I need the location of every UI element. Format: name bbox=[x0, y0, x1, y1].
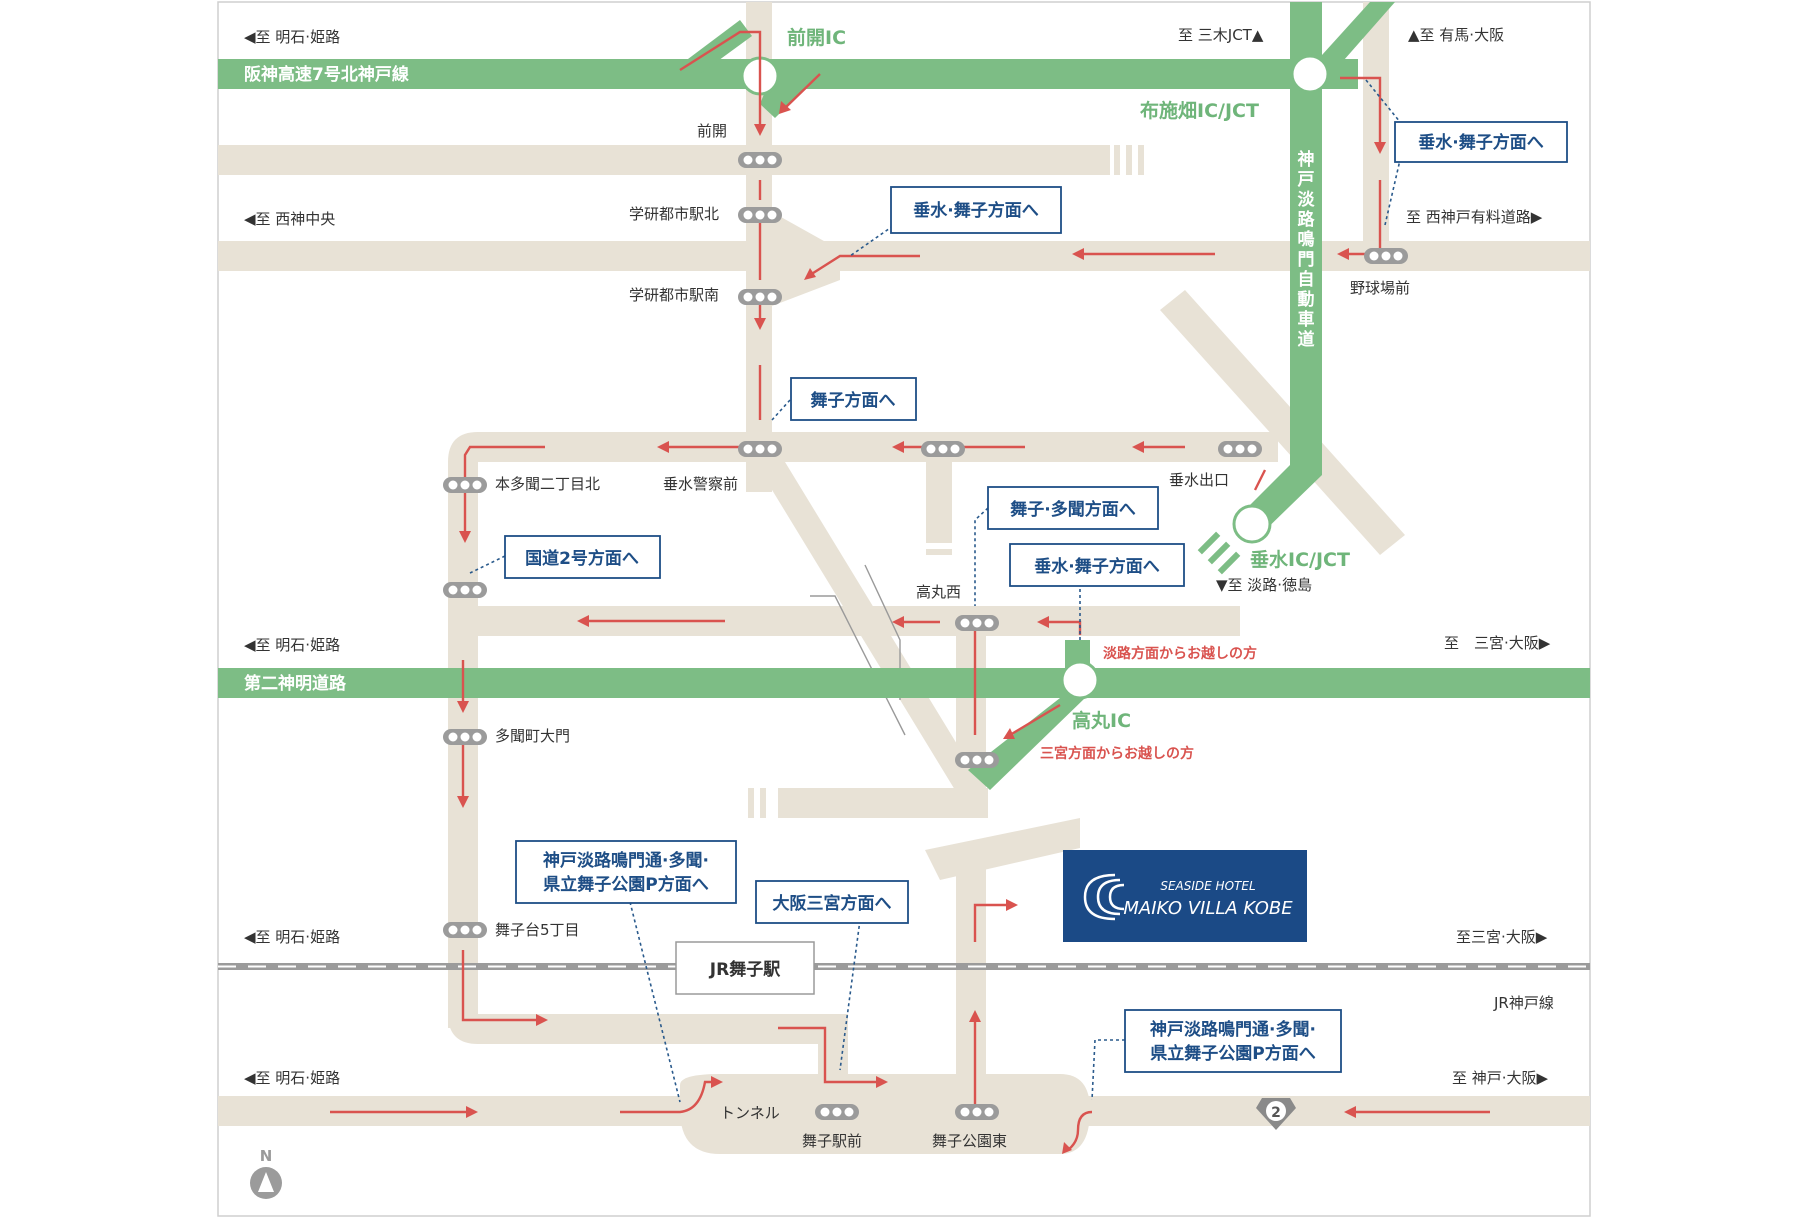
svg-text:MAIKO VILLA KOBE: MAIKO VILLA KOBE bbox=[1123, 898, 1293, 919]
light-tamon bbox=[443, 729, 487, 745]
svg-text:SEASIDE HOTEL: SEASIDE HOTEL bbox=[1160, 879, 1255, 893]
place-tamon-daimon: 多聞町大門 bbox=[495, 727, 570, 745]
traffic-lights bbox=[443, 152, 1408, 1120]
dest-arima-osaka: ▲至 有馬·大阪 bbox=[1408, 26, 1504, 44]
jr-maiko-station: JR舞子駅 bbox=[675, 941, 815, 995]
dest-awaji-tokushima: ▼至 淡路·徳島 bbox=[1216, 576, 1312, 594]
dest-nishijin-chuo: ◀至 西神中央 bbox=[244, 210, 335, 228]
svg-text:県立舞子公園P方面へ: 県立舞子公園P方面へ bbox=[1150, 1043, 1315, 1064]
place-maiko-eki-mae: 舞子駅前 bbox=[802, 1132, 862, 1150]
hotel-logo: SEASIDE HOTEL MAIKO VILLA KOBE bbox=[1063, 850, 1307, 942]
place-yakyujo-mae: 野球場前 bbox=[1350, 279, 1410, 297]
place-tarumi-exit: 垂水出口 bbox=[1169, 471, 1229, 489]
jr-railway bbox=[218, 963, 1590, 970]
light-middle bbox=[921, 441, 965, 457]
leader-lines bbox=[469, 79, 1401, 1103]
place-tarumi-police: 垂水警察前 bbox=[663, 475, 738, 493]
svg-text:垂水·舞子方面へ: 垂水·舞子方面へ bbox=[1034, 556, 1159, 577]
place-maeake: 前開 bbox=[697, 122, 727, 140]
light-maeake bbox=[738, 152, 782, 168]
dir-box-route2: 国道2号方面へ bbox=[504, 535, 661, 579]
svg-text:県立舞子公園P方面へ: 県立舞子公園P方面へ bbox=[543, 874, 708, 895]
place-gakken-minami: 学研都市駅南 bbox=[629, 286, 719, 304]
dest-akashi-himeji-1: ◀至 明石·姫路 bbox=[244, 28, 340, 46]
svg-text:舞子·多聞方面へ: 舞子·多聞方面へ bbox=[1010, 499, 1135, 520]
dest-miki-jct: 至 三木JCT▲ bbox=[1178, 26, 1264, 44]
svg-text:神戸淡路鳴門通·多聞·: 神戸淡路鳴門通·多聞· bbox=[1150, 1019, 1316, 1040]
dir-box-osaka-sannomiya: 大阪三宮方面へ bbox=[755, 880, 909, 924]
dir-box-tarumi-maiko-3: 垂水·舞子方面へ bbox=[1009, 543, 1185, 587]
dest-kobe-osaka: 至 神戸·大阪▶ bbox=[1452, 1069, 1549, 1087]
svg-text:国道2号方面へ: 国道2号方面へ bbox=[525, 548, 639, 569]
dest-sannomiya-osaka-2: 至三宮·大阪▶ bbox=[1456, 928, 1548, 946]
hanshin7-label: 阪神高速7号北神戸線 bbox=[244, 64, 409, 85]
place-names: 前開 学研都市駅北 学研都市駅南 野球場前 本多聞二丁目北 垂水警察前 垂水出口… bbox=[495, 122, 1554, 1150]
svg-text:2: 2 bbox=[1271, 1105, 1281, 1121]
light-takamaru-nishi bbox=[955, 615, 999, 631]
hotel-wave-icon bbox=[1083, 873, 1125, 921]
dir-box-maiko: 舞子方面へ bbox=[790, 377, 917, 421]
svg-text:垂水·舞子方面へ: 垂水·舞子方面へ bbox=[1418, 132, 1543, 153]
dest-akashi-himeji-2: ◀至 明石·姫路 bbox=[244, 636, 340, 654]
place-gakken-kita: 学研都市駅北 bbox=[629, 205, 719, 223]
place-maikodai: 舞子台5丁目 bbox=[495, 921, 580, 939]
place-tunnel: トンネル bbox=[720, 1104, 780, 1122]
maeake-ic-label: 前開IC bbox=[787, 26, 846, 49]
dest-akashi-himeji-4: ◀至 明石·姫路 bbox=[244, 1069, 340, 1087]
light-tarumi-exit bbox=[1218, 441, 1262, 457]
ic-markers bbox=[740, 54, 1330, 700]
arrow-heads bbox=[457, 101, 1386, 1154]
destinations: ◀至 明石·姫路 至 三木JCT▲ ▲至 有馬·大阪 ◀至 西神中央 至 西神戸… bbox=[244, 26, 1551, 1087]
light-tarumi-police bbox=[738, 441, 782, 457]
north-arrow-icon bbox=[258, 1172, 274, 1192]
place-maiko-koen-higashi: 舞子公園東 bbox=[932, 1132, 1007, 1150]
light-yakyujo bbox=[1364, 248, 1408, 264]
dir-box-kobe-awaji-2: 神戸淡路鳴門通·多聞· 県立舞子公園P方面へ bbox=[1124, 1009, 1342, 1073]
dir-box-tarumi-maiko-2: 垂水·舞子方面へ bbox=[890, 186, 1062, 234]
light-honta bbox=[443, 477, 487, 493]
place-takamaru-nishi: 高丸西 bbox=[916, 583, 961, 601]
light-gakken-minami bbox=[738, 289, 782, 305]
svg-text:JR舞子駅: JR舞子駅 bbox=[709, 959, 781, 980]
svg-text:大阪三宮方面へ: 大阪三宮方面へ bbox=[773, 893, 892, 914]
light-maiko-koen-higashi bbox=[955, 1104, 999, 1120]
light-gakken-kita bbox=[738, 207, 782, 223]
highways bbox=[218, 2, 1590, 790]
svg-text:N: N bbox=[260, 1147, 273, 1165]
place-jr-kobe-line: JR神戸線 bbox=[1493, 994, 1554, 1012]
north-compass: N bbox=[250, 1147, 282, 1199]
note-from-sannomiya: 三宮方面からお越しの方 bbox=[1040, 745, 1194, 762]
takamaru-ic-label: 高丸IC bbox=[1072, 709, 1131, 732]
svg-text:神戸淡路鳴門通·多聞·: 神戸淡路鳴門通·多聞· bbox=[543, 850, 709, 871]
svg-text:垂水·舞子方面へ: 垂水·舞子方面へ bbox=[913, 200, 1038, 221]
route-arrows bbox=[330, 30, 1490, 1151]
svg-text:舞子方面へ: 舞子方面へ bbox=[811, 390, 896, 411]
dest-sannomiya-osaka-1: 至 三宮·大阪▶ bbox=[1444, 634, 1551, 652]
light-route2 bbox=[443, 582, 487, 598]
dir-box-kobe-awaji-1: 神戸淡路鳴門通·多聞· 県立舞子公園P方面へ bbox=[515, 840, 737, 904]
road-stripes bbox=[748, 145, 1236, 818]
kobe-awaji-label: 神戸淡路鳴門自動車道 bbox=[1298, 149, 1316, 350]
dir-box-maiko-tamon: 舞子·多聞方面へ bbox=[987, 486, 1159, 530]
dest-akashi-himeji-3: ◀至 明石·姫路 bbox=[244, 928, 340, 946]
light-maiko-eki-mae bbox=[815, 1104, 859, 1120]
route-2-shield: 2 bbox=[1256, 1098, 1296, 1130]
dir-box-tarumi-maiko-1: 垂水·舞子方面へ bbox=[1394, 121, 1568, 163]
dest-nishikobe-toll: 至 西神戸有料道路▶ bbox=[1406, 208, 1543, 226]
place-honta-2: 本多聞二丁目北 bbox=[495, 475, 600, 493]
light-maikodai bbox=[443, 922, 487, 938]
fuse-ic-label: 布施畑IC/JCT bbox=[1140, 99, 1259, 122]
tarumi-ic-label: 垂水IC/JCT bbox=[1250, 549, 1350, 571]
daini-shinmei-label: 第二神明道路 bbox=[244, 673, 347, 694]
note-from-awaji: 淡路方面からお越しの方 bbox=[1103, 645, 1257, 662]
light-takamaru-lower bbox=[955, 752, 999, 768]
